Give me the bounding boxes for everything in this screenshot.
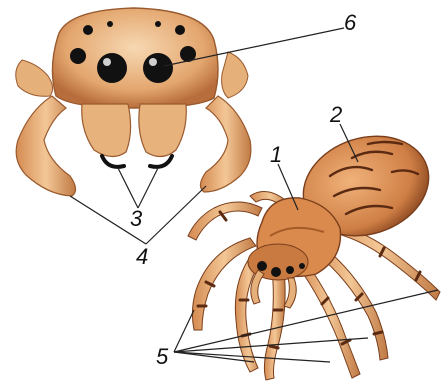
label-3: 3 [130, 206, 143, 231]
label-2: 2 [329, 102, 342, 127]
right-fang [150, 156, 172, 167]
small-eye-icon [83, 25, 93, 35]
small-eye-icon [107, 21, 113, 27]
dorsal-eye-icon [257, 261, 267, 271]
dorsal-pedipalp [284, 278, 296, 308]
small-eye-icon [155, 21, 161, 27]
leg [264, 268, 285, 380]
main-eye-icon [97, 53, 127, 83]
lateral-eye-icon [70, 48, 86, 64]
label-1: 1 [270, 142, 282, 167]
label-6: 6 [344, 10, 357, 35]
right-chelicera [139, 104, 186, 157]
dorsal-eye-icon [271, 267, 281, 277]
eye-highlight [103, 58, 111, 66]
left-chelicera [82, 104, 131, 157]
spider-front-view [16, 8, 251, 196]
leader-line-5 [174, 310, 194, 352]
eye-highlight [149, 58, 157, 66]
dorsal-eye-icon [286, 266, 294, 274]
left-fang [102, 156, 124, 167]
dorsal-eye-icon [299, 263, 305, 269]
main-eye-icon [143, 53, 173, 83]
label-4: 4 [136, 244, 148, 269]
leader-line-3b [138, 168, 158, 208]
small-eye-icon [175, 25, 185, 35]
label-5: 5 [156, 344, 169, 369]
leader-line-3a [118, 168, 138, 208]
